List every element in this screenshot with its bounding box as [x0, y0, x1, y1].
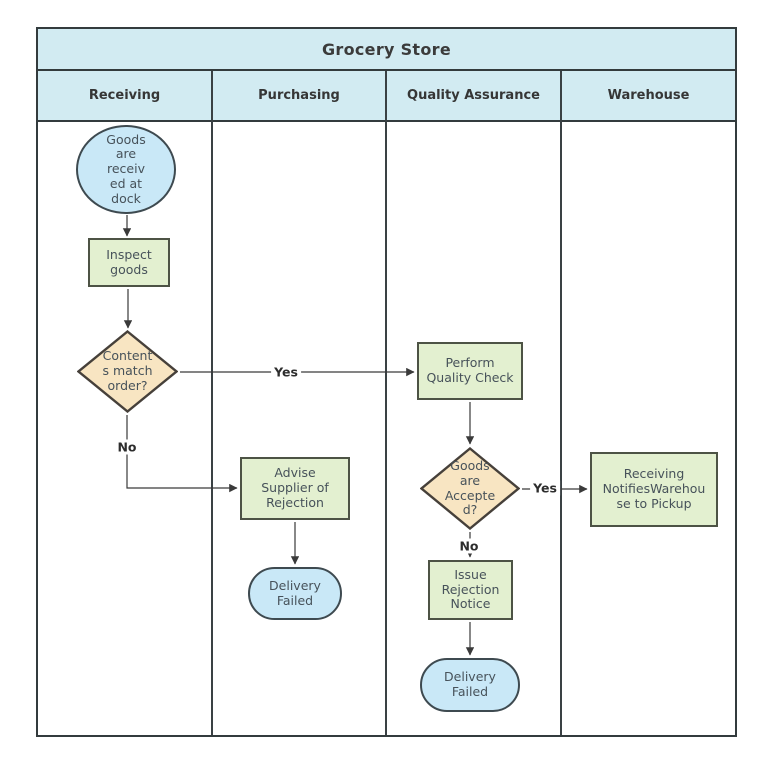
- process-receiving-notifies-warehouse: Receiving NotifiesWarehou se to Pickup: [590, 452, 718, 527]
- terminal-delivery-failed-purchasing: Delivery Failed: [248, 567, 342, 620]
- title-divider: [38, 69, 735, 71]
- start-node-goods-received: Goods are receiv ed at dock: [76, 125, 176, 214]
- diamond-shape: [420, 447, 520, 530]
- edge-label-goods-accepted-yes: Yes: [530, 480, 560, 496]
- terminal-delivery-failed-qa: Delivery Failed: [420, 658, 520, 712]
- decision-label: Goods are Accepte d?: [444, 458, 496, 518]
- lane-header-purchasing: Purchasing: [258, 88, 340, 103]
- decision-contents-match-order: Content s match order?: [77, 330, 178, 413]
- lane-header-quality-assurance: Quality Assurance: [407, 88, 540, 103]
- lane-header-receiving: Receiving: [88, 88, 161, 103]
- process-issue-rejection-notice: Issue Rejection Notice: [428, 560, 513, 620]
- edge-label-contents-match-yes: Yes: [271, 364, 301, 380]
- diamond-shape: [77, 330, 178, 413]
- process-advise-supplier-of-rejection: Advise Supplier of Rejection: [240, 457, 350, 520]
- lane-header-warehouse: Warehouse: [607, 88, 690, 103]
- process-perform-quality-check: Perform Quality Check: [417, 342, 523, 400]
- lane-divider-2: [385, 71, 387, 735]
- decision-goods-accepted: Goods are Accepte d?: [420, 447, 520, 530]
- process-inspect-goods: Inspect goods: [88, 238, 170, 287]
- edge-label-contents-match-no: No: [114, 439, 140, 455]
- diagram-frame: Grocery Store Receiving Purchasing Quali…: [36, 27, 737, 737]
- decision-label: Content s match order?: [102, 348, 153, 393]
- edge-label-goods-accepted-no: No: [456, 538, 482, 554]
- lane-divider-1: [211, 71, 213, 735]
- diagram-title: Grocery Store: [321, 39, 452, 59]
- lane-divider-3: [560, 71, 562, 735]
